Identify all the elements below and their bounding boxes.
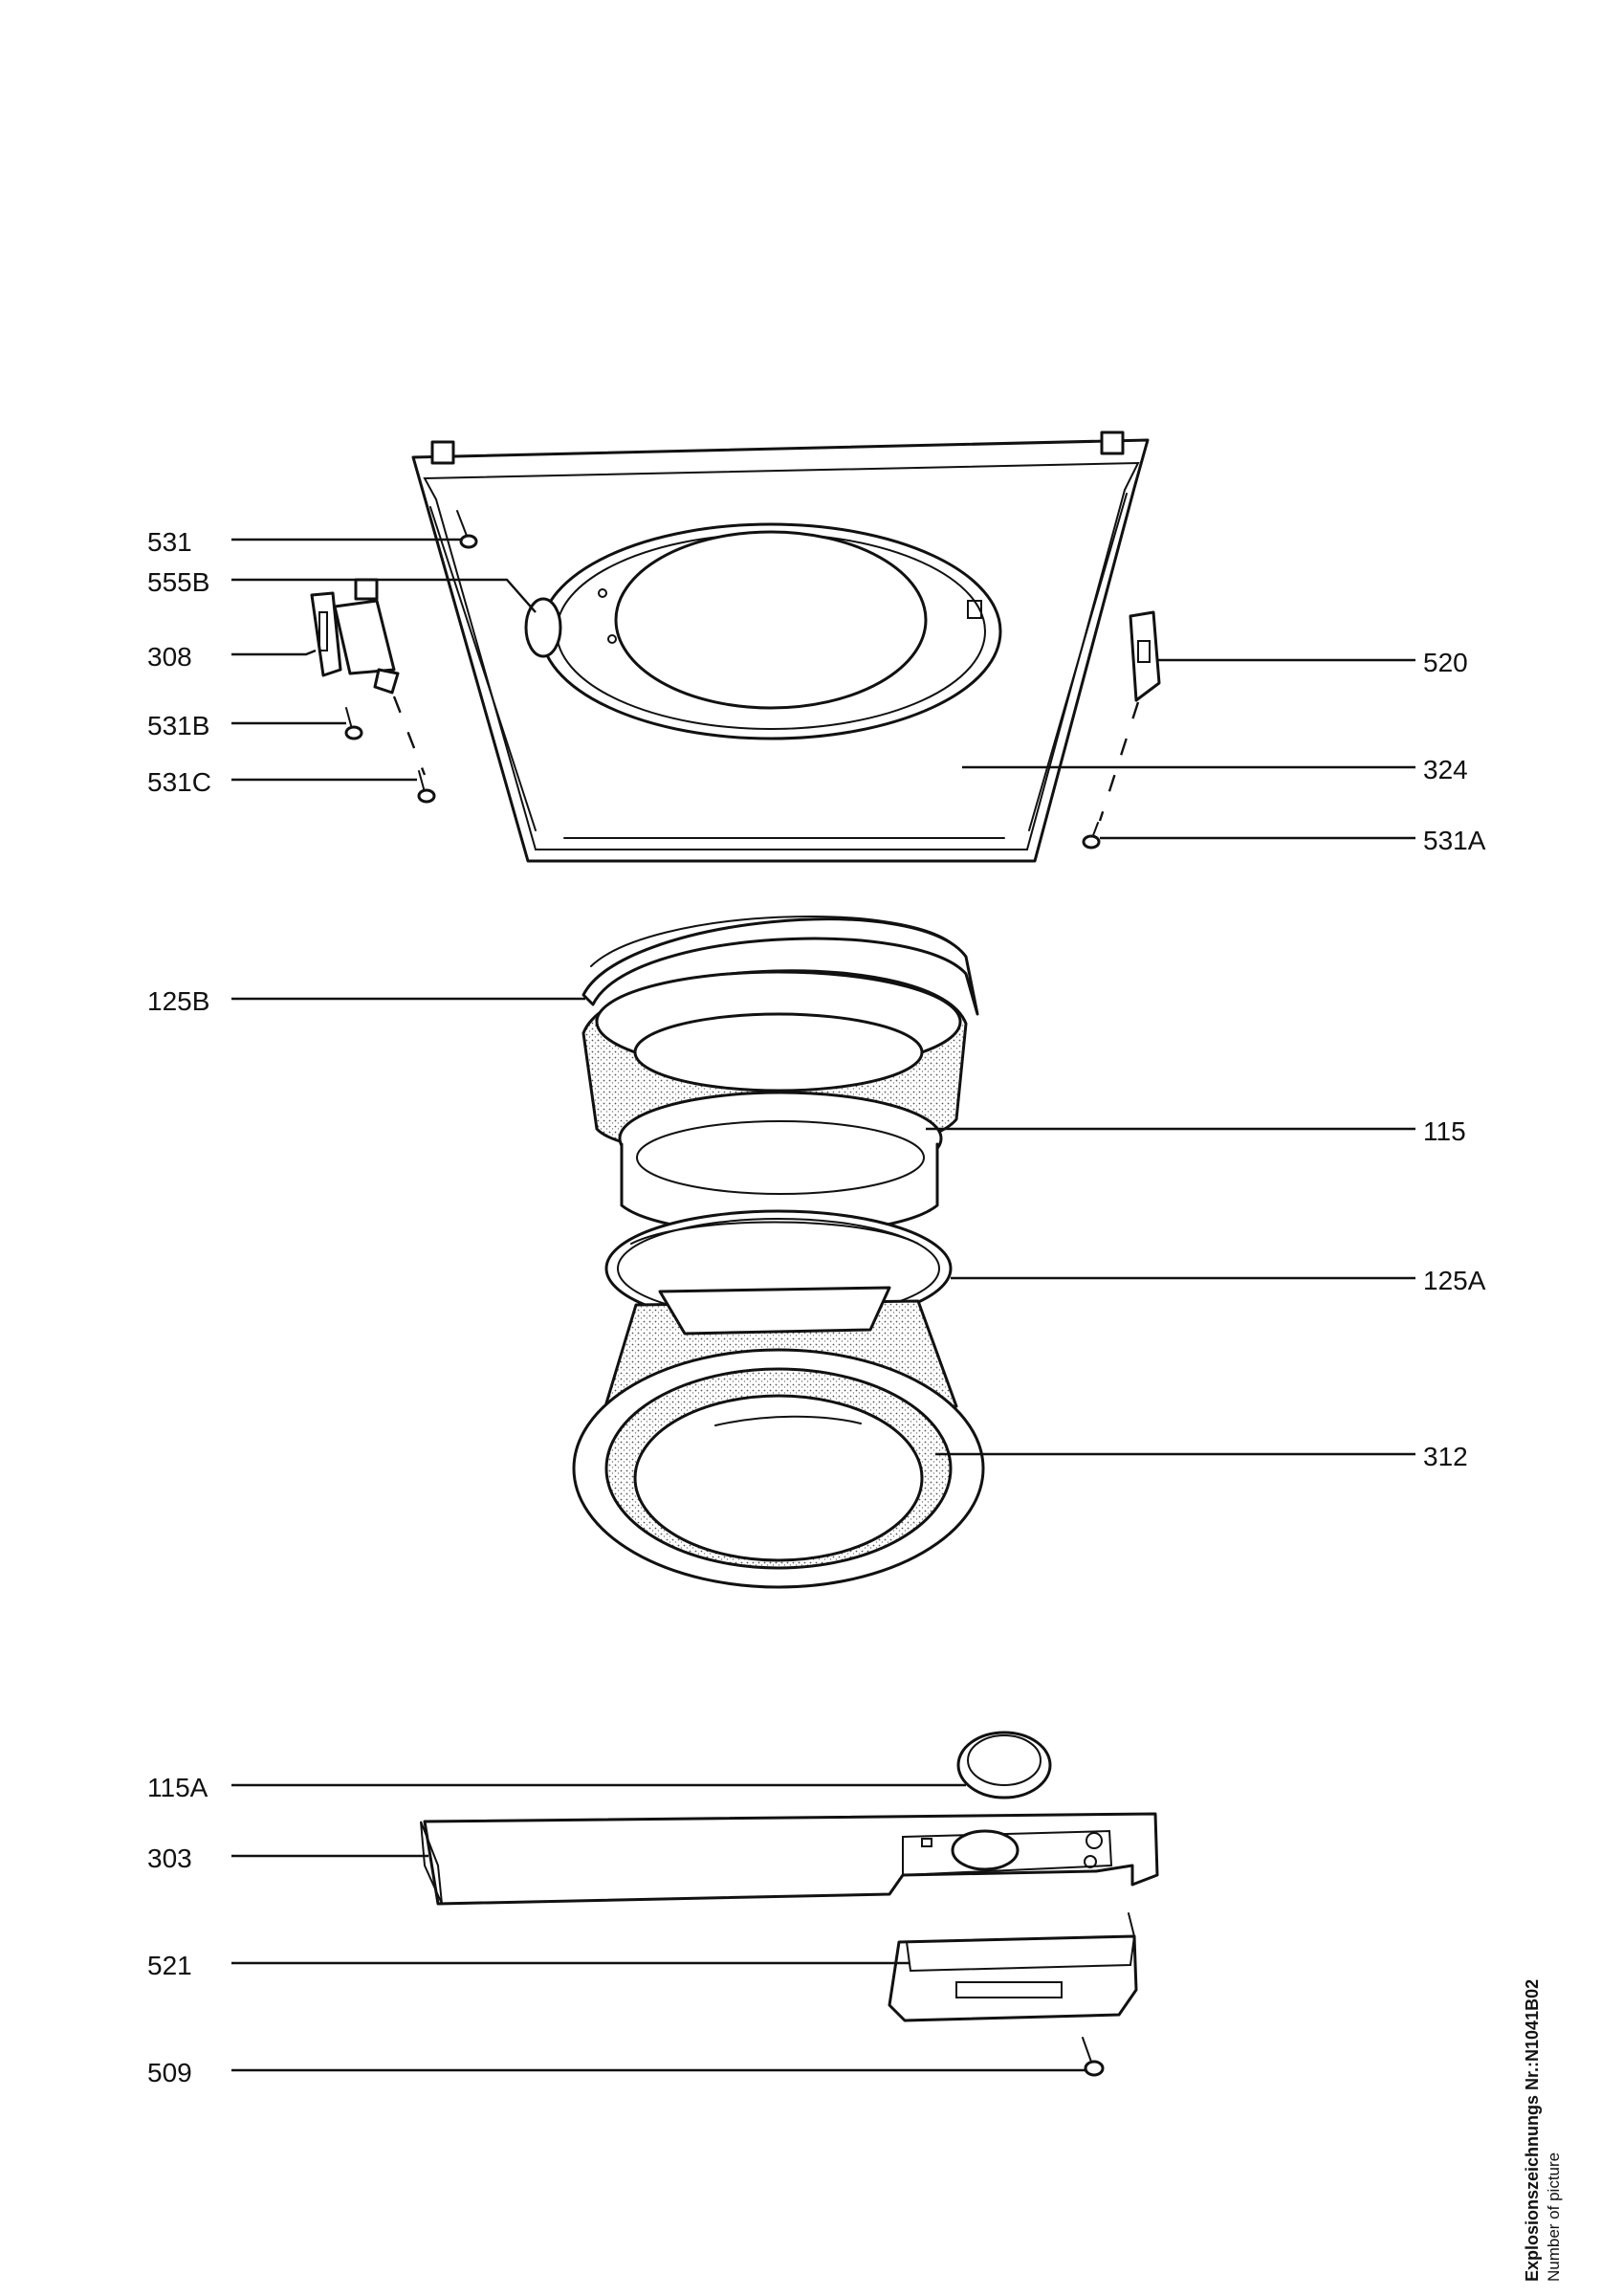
callout-312: 312 bbox=[1423, 1442, 1468, 1471]
screw-531B bbox=[344, 707, 363, 740]
clamp-ring-125B bbox=[581, 915, 979, 1016]
callout-509: 509 bbox=[147, 2058, 192, 2087]
callout-520: 520 bbox=[1423, 648, 1468, 677]
callout-125B: 125B bbox=[147, 986, 209, 1016]
callout-531C: 531C bbox=[147, 767, 211, 797]
callout-531A: 531A bbox=[1423, 826, 1486, 855]
door-ring-312 bbox=[572, 1286, 985, 1589]
leader-lines bbox=[231, 538, 1415, 2072]
screw-531C bbox=[417, 770, 436, 804]
picture-number-caption: Explosionszeichnungs Nr.:N1041B02 Number… bbox=[1523, 1870, 1609, 2282]
caption-title: Explosionszeichnungs Nr.:N1041B02 bbox=[1523, 1978, 1542, 2282]
callout-531B: 531B bbox=[147, 711, 209, 740]
screw-509 bbox=[1082, 2037, 1105, 2077]
control-panel-303 bbox=[420, 1812, 1159, 1906]
screw-531A bbox=[1082, 822, 1101, 850]
callout-555B: 555B bbox=[147, 567, 209, 597]
callout-521: 521 bbox=[147, 1951, 192, 1980]
callout-308: 308 bbox=[147, 642, 192, 672]
hinge-520 bbox=[1129, 610, 1161, 702]
bracket-308 bbox=[310, 578, 400, 695]
callout-115: 115 bbox=[1423, 1116, 1466, 1146]
caption-subtitle: Number of picture bbox=[1545, 2152, 1563, 2282]
cover-555B bbox=[524, 597, 562, 658]
door-seal-115 bbox=[581, 969, 968, 1236]
callout-324: 324 bbox=[1423, 755, 1468, 784]
panel-bracket-521 bbox=[888, 1912, 1138, 2022]
front-panel-324 bbox=[411, 430, 1150, 863]
callout-125A: 125A bbox=[1423, 1266, 1486, 1295]
callout-531: 531 bbox=[147, 527, 192, 557]
cup-115A bbox=[956, 1731, 1052, 1799]
callout-115A: 115A bbox=[147, 1773, 208, 1802]
callout-303: 303 bbox=[147, 1843, 192, 1873]
screw-531 bbox=[456, 510, 478, 549]
